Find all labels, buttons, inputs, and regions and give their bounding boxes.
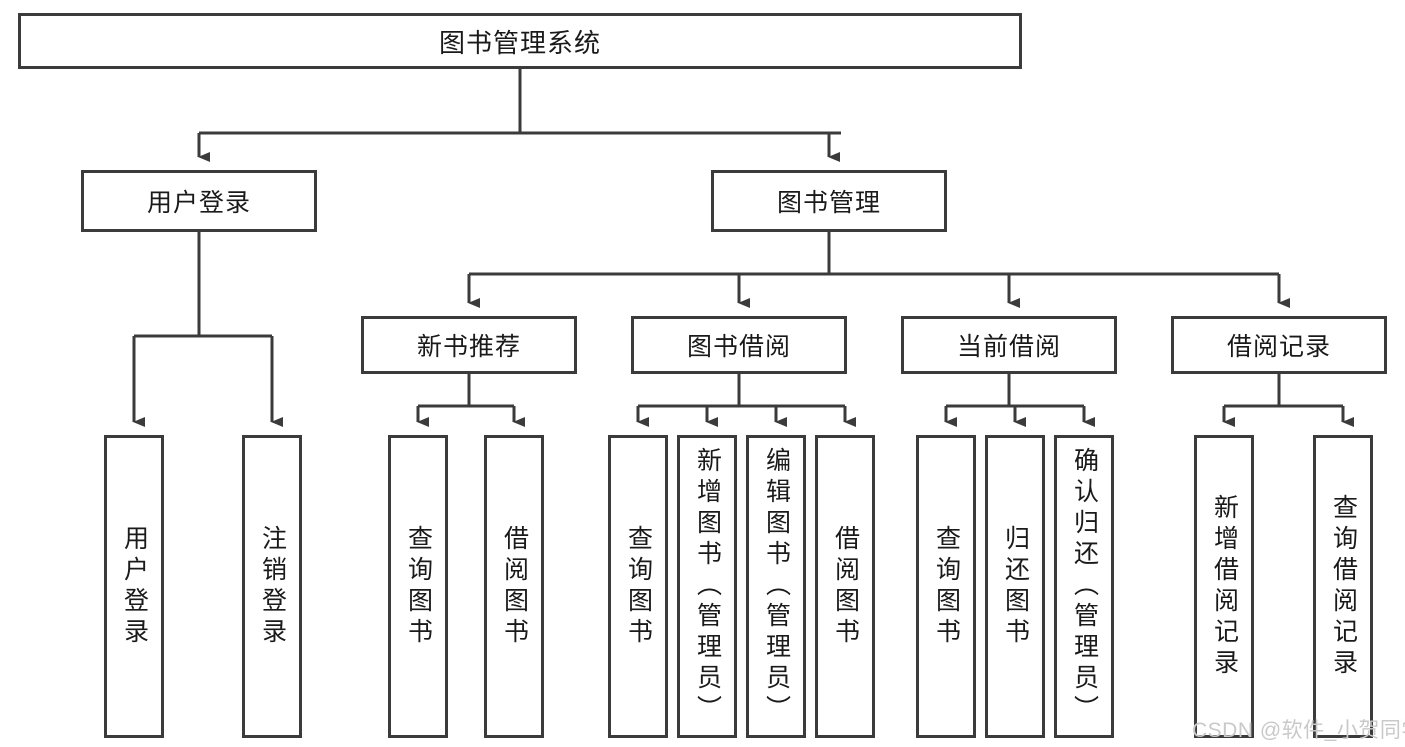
node-label: 确认归还（管理员） [1070, 447, 1099, 726]
leaf-query-books-borrow[interactable]: 查询图书 [608, 435, 668, 738]
leaf-query-borrow-record[interactable]: 查询借阅记录 [1313, 435, 1373, 738]
leaf-query-books-current[interactable]: 查询图书 [916, 435, 976, 738]
leaf-borrow-books[interactable]: 借阅图书 [815, 435, 875, 738]
node-label: 归还图书 [1001, 524, 1030, 649]
node-label: 借阅图书 [500, 524, 529, 649]
node-label: 用户登录 [120, 524, 149, 649]
node-label: 查询借阅记录 [1329, 493, 1358, 680]
leaf-query-books-newbook[interactable]: 查询图书 [388, 435, 448, 738]
leaf-user-login[interactable]: 用户登录 [104, 435, 164, 738]
node-label: 当前借阅 [956, 333, 1061, 361]
leaf-add-book-admin[interactable]: 新增图书（管理员） [677, 435, 737, 738]
node-label: 查询图书 [932, 524, 961, 649]
node-label: 新增图书（管理员） [693, 447, 722, 726]
leaf-add-borrow-record[interactable]: 新增借阅记录 [1194, 435, 1254, 738]
node-label: 新书推荐 [416, 333, 521, 361]
node-book-management[interactable]: 图书管理 [711, 170, 947, 232]
leaf-confirm-return-admin[interactable]: 确认归还（管理员） [1054, 435, 1114, 738]
node-user-login[interactable]: 用户登录 [81, 170, 317, 232]
leaf-return-books[interactable]: 归还图书 [985, 435, 1045, 738]
leaf-logout[interactable]: 注销登录 [242, 435, 302, 738]
node-current-borrowing[interactable]: 当前借阅 [901, 316, 1117, 374]
node-label: 图书管理 [776, 189, 881, 217]
node-root-book-management-system[interactable]: 图书管理系统 [18, 13, 1022, 69]
node-label: 注销登录 [258, 524, 287, 649]
node-label: 图书借阅 [686, 333, 791, 361]
node-label: 编辑图书（管理员） [762, 447, 791, 726]
node-book-borrowing[interactable]: 图书借阅 [631, 316, 847, 374]
node-label: 查询图书 [404, 524, 433, 649]
node-label: 图书管理系统 [438, 27, 601, 58]
leaf-edit-book-admin[interactable]: 编辑图书（管理员） [746, 435, 806, 738]
leaf-borrow-books-newbook[interactable]: 借阅图书 [484, 435, 544, 738]
node-label: 查询图书 [624, 524, 653, 649]
node-label: 借阅记录 [1226, 333, 1331, 361]
node-borrowing-records[interactable]: 借阅记录 [1171, 316, 1387, 374]
node-label: 新增借阅记录 [1210, 493, 1239, 680]
node-label: 借阅图书 [831, 524, 860, 649]
node-label: 用户登录 [146, 189, 251, 217]
node-new-book-recommendation[interactable]: 新书推荐 [361, 316, 577, 374]
